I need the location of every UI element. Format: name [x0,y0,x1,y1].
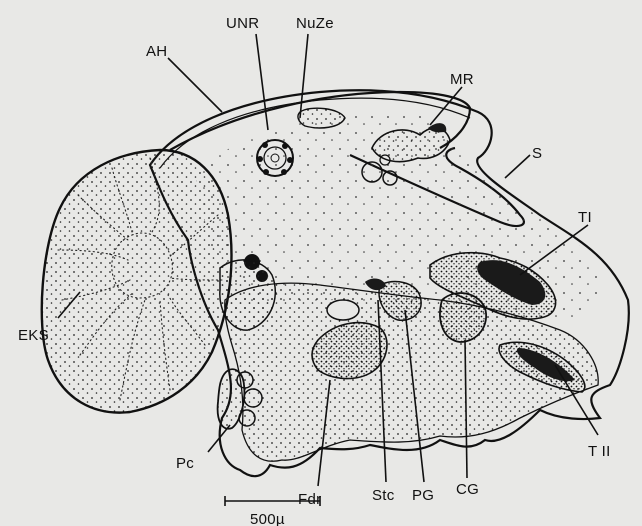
label-TI: TI [578,209,592,226]
label-MR: MR [450,71,474,88]
scale-bar-label: 500µ [250,511,285,526]
label-NuZe: NuZe [296,15,334,32]
label-S: S [532,145,542,162]
label-Pc: Pc [176,455,194,472]
label-EKS: EKS [18,327,49,344]
label-Fdr: Fdr [298,491,321,508]
EKS-structure [42,150,232,413]
label-PG: PG [412,487,434,504]
label-TII: T II [588,443,611,460]
label-AH: AH [146,43,167,60]
label-UNR: UNR [226,15,259,32]
scale-bar: 500µ [225,496,320,526]
label-CG: CG [456,481,479,498]
Pc-structure [218,369,245,429]
label-Stc: Stc [372,487,395,504]
